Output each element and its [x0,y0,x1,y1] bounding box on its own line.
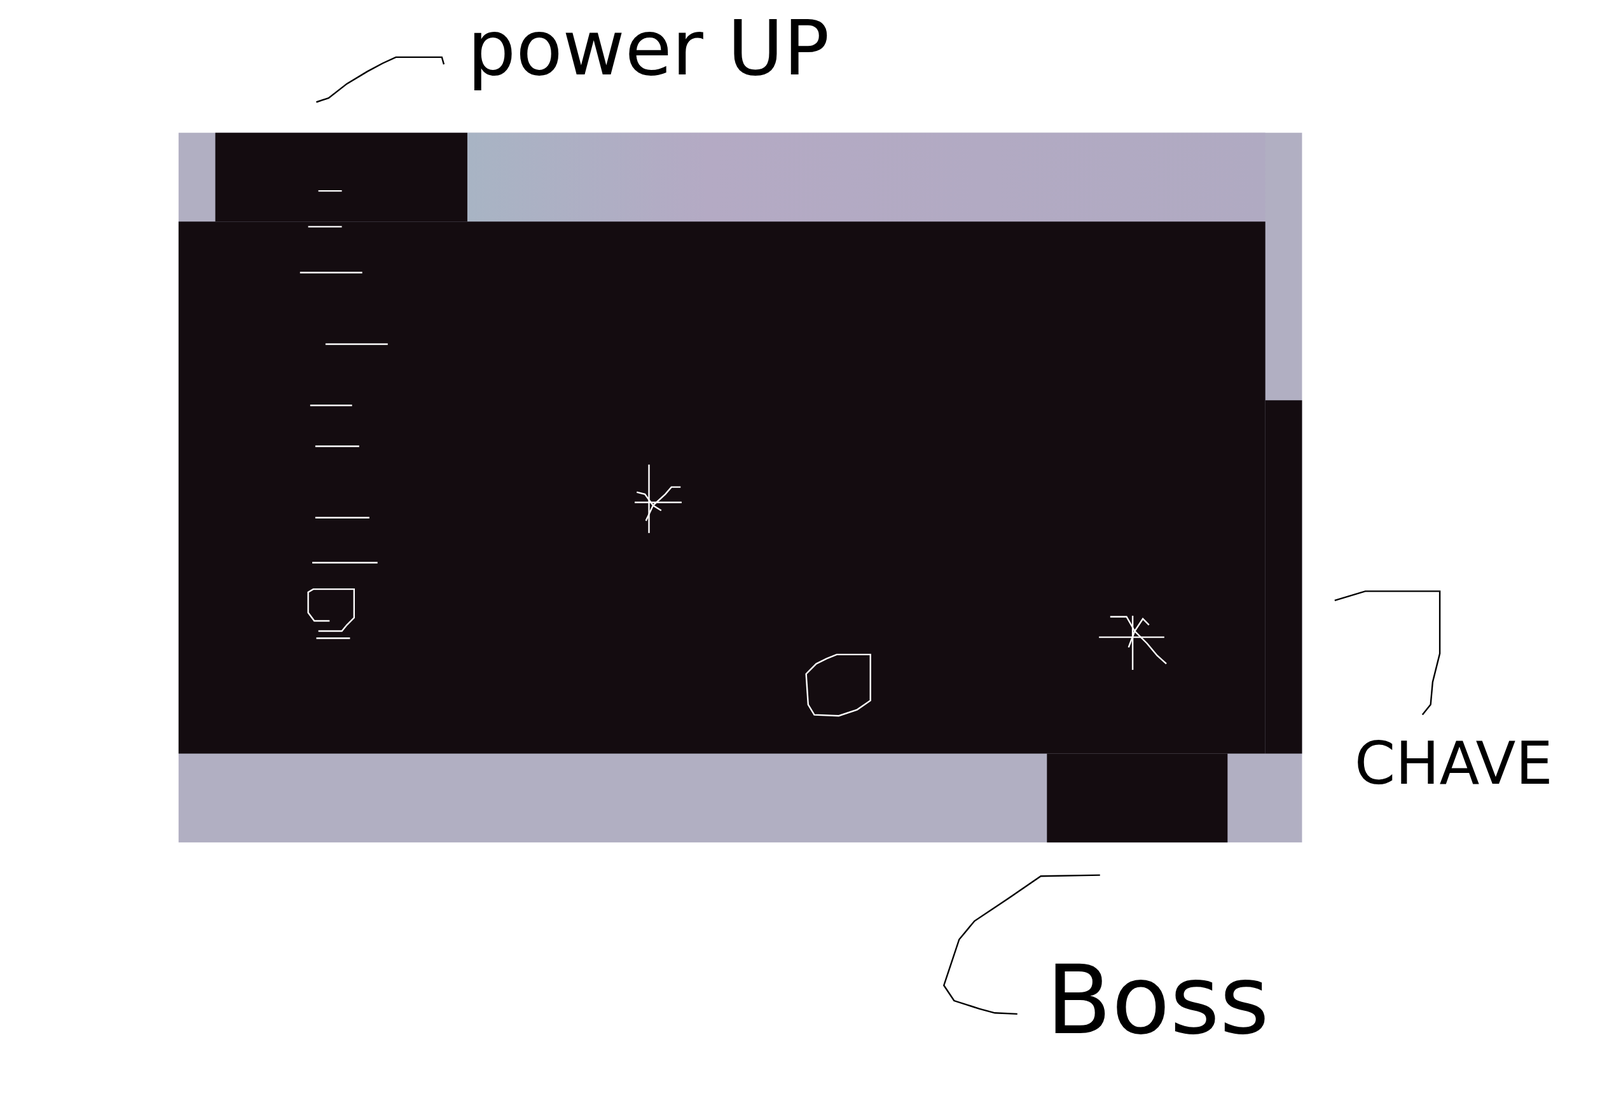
cave-space [178,132,1303,843]
handwritten-note: power UP [467,6,830,91]
ceiling [467,132,1266,222]
pointer-line [316,57,1440,1014]
handwritten-note: Boss [1046,947,1270,1053]
platforms [300,190,388,563]
enemy-star [634,464,682,533]
enemy-star [1098,615,1167,670]
key-item [806,654,871,716]
handwritten-note: CHAVE [1354,731,1553,796]
level-frame [178,132,1303,843]
player-figure [308,588,355,638]
